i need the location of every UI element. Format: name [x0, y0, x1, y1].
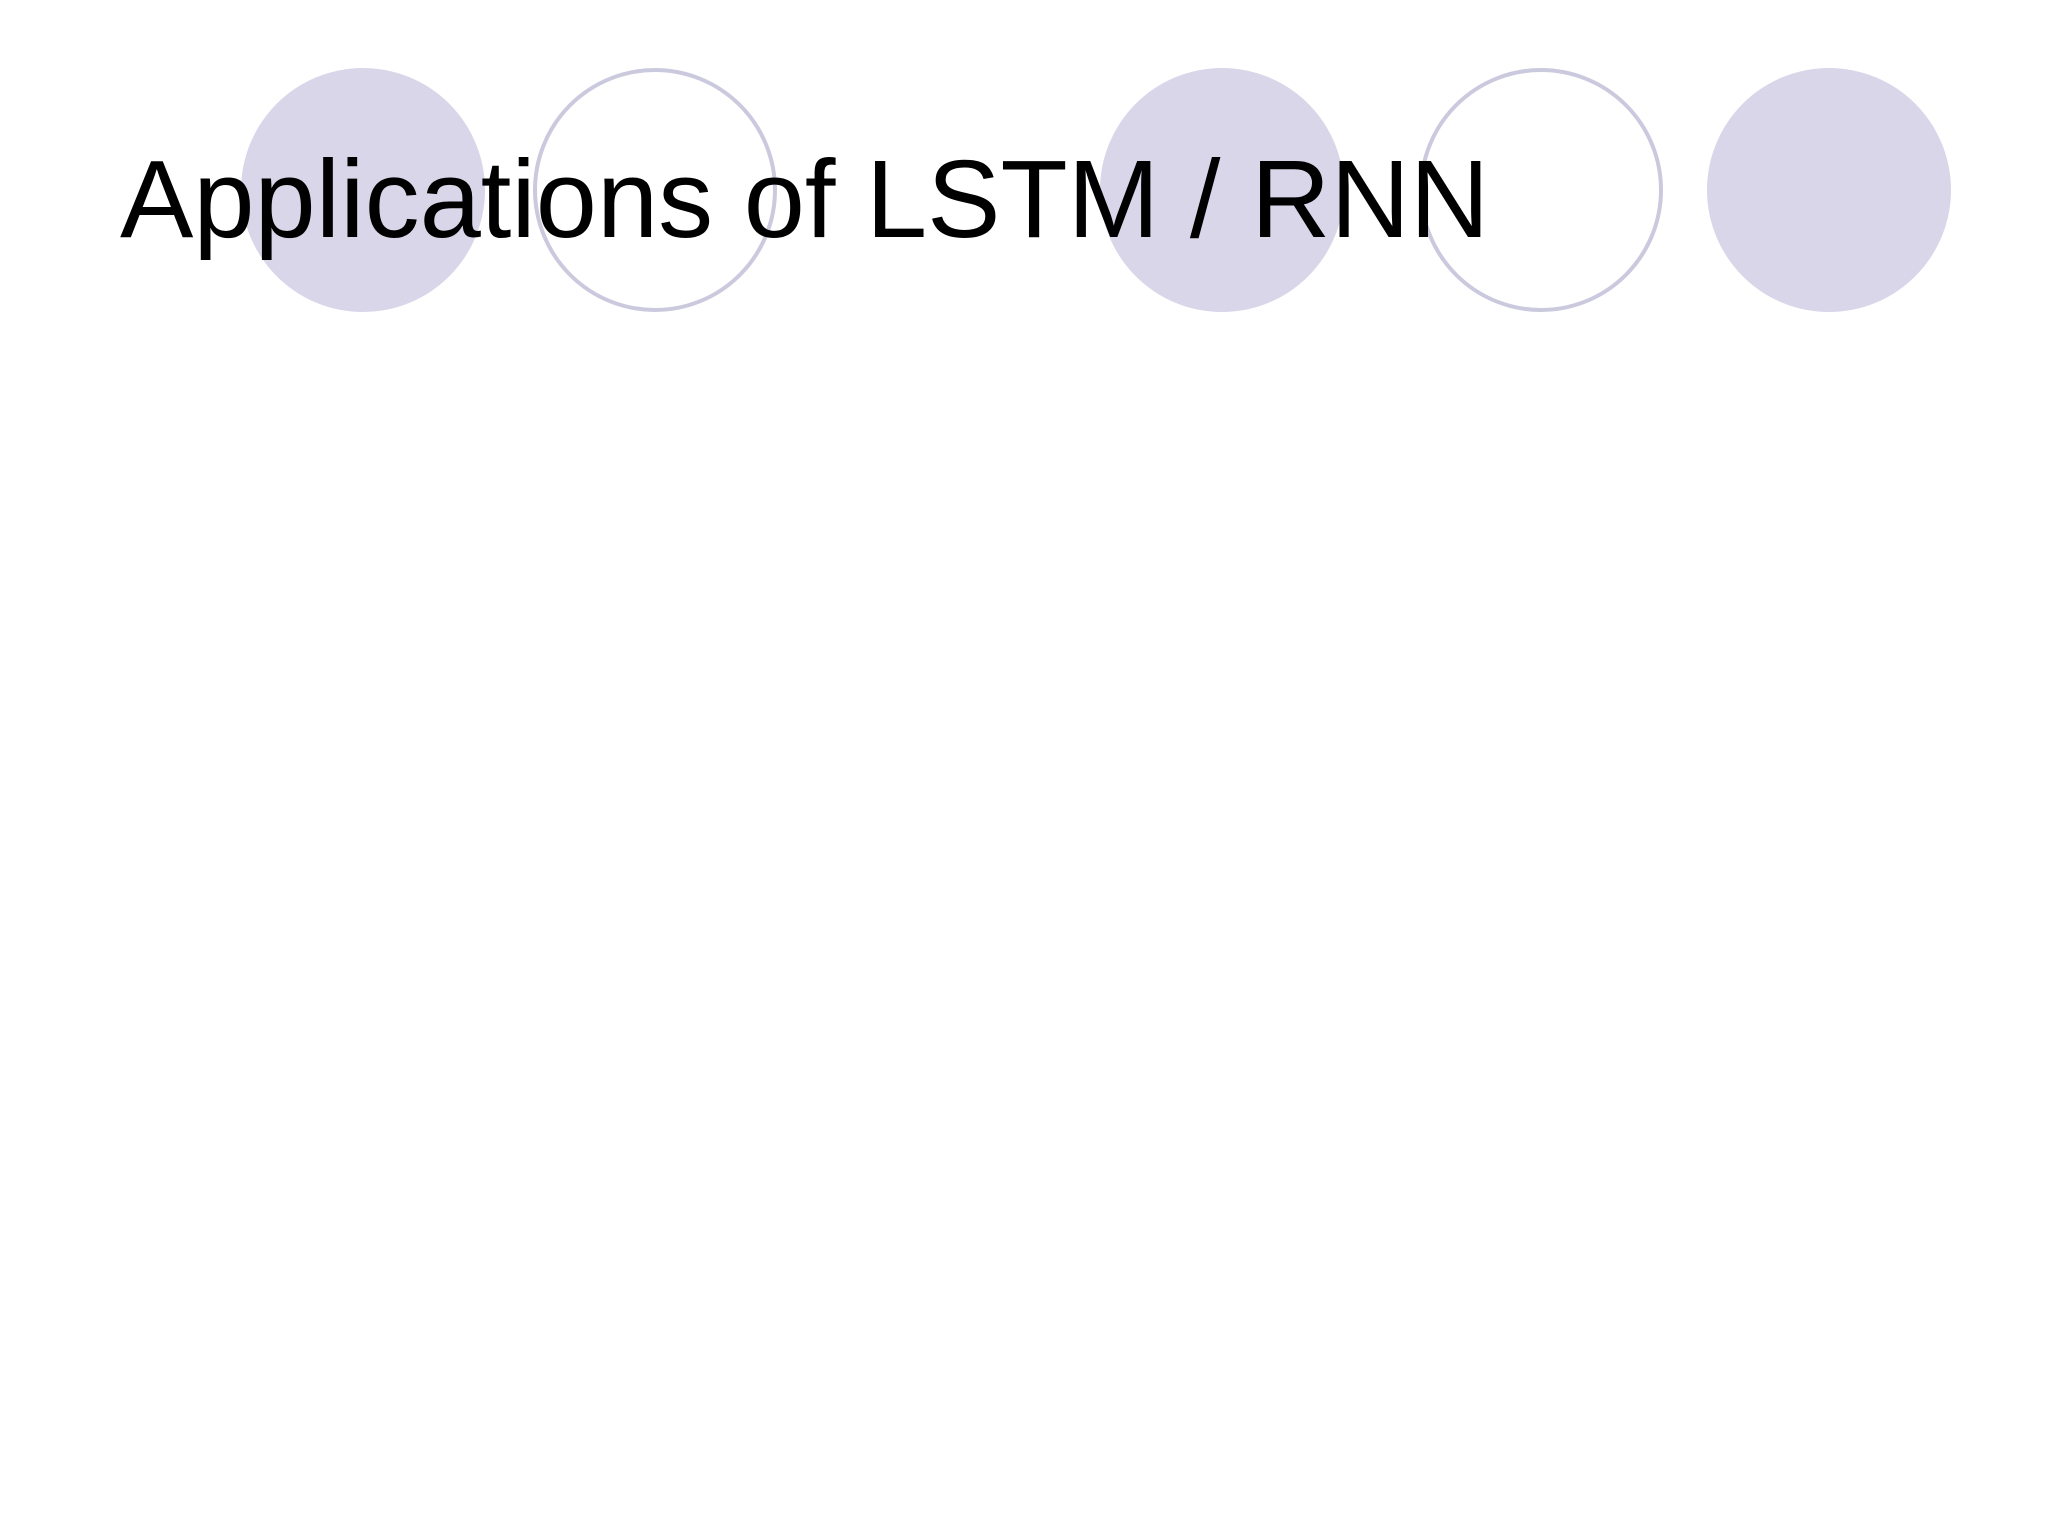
decorative-circle-5-filled [1707, 68, 1951, 312]
decorative-circle-3-filled [1100, 68, 1344, 312]
decorative-circle-2-outline [533, 68, 777, 312]
slide-body-empty [0, 340, 2048, 1536]
decorative-circle-1-filled [241, 68, 485, 312]
slide-title: Applications of LSTM / RNN [120, 138, 1490, 261]
decorative-circle-4-outline [1419, 68, 1663, 312]
header-circle-decoration [0, 0, 2048, 340]
